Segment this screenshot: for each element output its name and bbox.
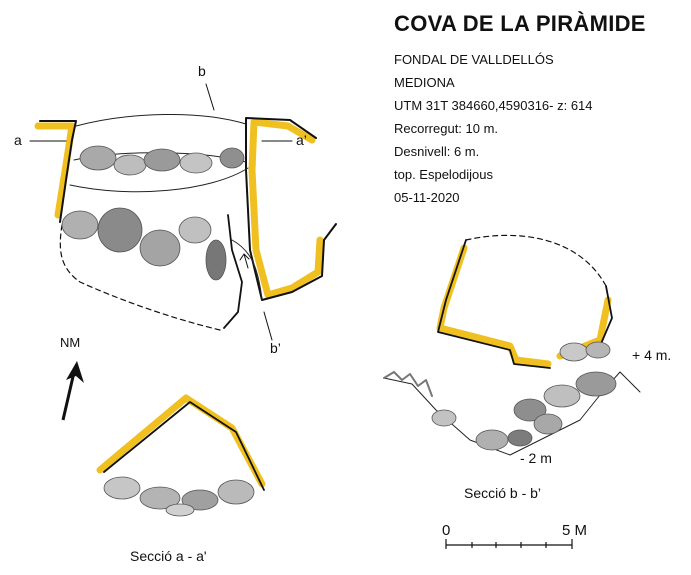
plan-wall-right (245, 117, 337, 301)
section-bb-dashed-roof (465, 234, 607, 287)
plan-dashed-outline (59, 224, 221, 331)
section-aa-boulders (103, 476, 255, 517)
marker-b-line (205, 83, 215, 111)
plan-wall-left-accent (34, 122, 76, 219)
section-aa-accent (96, 394, 266, 488)
section-bb-label: Secció b - b’ (464, 485, 542, 501)
marker-b-prime-line (263, 311, 273, 341)
cave-title: COVA DE LA PIRÀMIDE (394, 11, 646, 36)
section-bb-outline (437, 239, 551, 369)
info-municipality: MEDIONA (394, 75, 455, 90)
marker-b-prime-label: b’ (270, 340, 281, 356)
plan-contour-lower (69, 167, 249, 193)
section-aa (96, 394, 266, 491)
info-surveyor: top. Espelodijous (394, 167, 494, 182)
info-date: 05-11-2020 (394, 190, 460, 205)
marker-a-prime-label: a’ (296, 132, 307, 148)
section-bb-outline-right (599, 285, 613, 347)
info-length: Recorregut: 10 m. (394, 121, 499, 136)
plan-slope-arrow (239, 253, 250, 269)
scale-end-label: 5 M (562, 522, 588, 539)
section-aa-outline (103, 401, 265, 491)
elevation-top-label: + 4 m. (632, 347, 672, 363)
north-label: NM (60, 335, 81, 350)
marker-a-label: a (14, 132, 22, 148)
elevation-bottom-label: - 2 m (520, 450, 552, 466)
plan-contour-side (231, 239, 263, 301)
info-location: FONDAL DE VALLDELLÓS (394, 52, 554, 67)
plan-wall-left (39, 120, 77, 223)
info-utm: UTM 31T 384660,4590316- z: 614 (394, 98, 593, 113)
north-arrow (61, 361, 84, 421)
marker-b-label: b (198, 63, 206, 79)
scale-bar (445, 539, 573, 549)
plan-boulders (61, 145, 245, 281)
section-aa-label: Secció a - a' (130, 548, 207, 564)
plan-wall-right-accent (248, 118, 324, 299)
plan-view (29, 83, 337, 341)
info-depth: Desnivell: 6 m. (394, 144, 480, 159)
section-bb-ground-hatch (383, 371, 433, 397)
plan-contour-upper (75, 114, 247, 127)
plan-inner-wall (223, 214, 243, 329)
section-bb-boulders (431, 341, 617, 451)
scale-start-label: 0 (442, 522, 451, 539)
